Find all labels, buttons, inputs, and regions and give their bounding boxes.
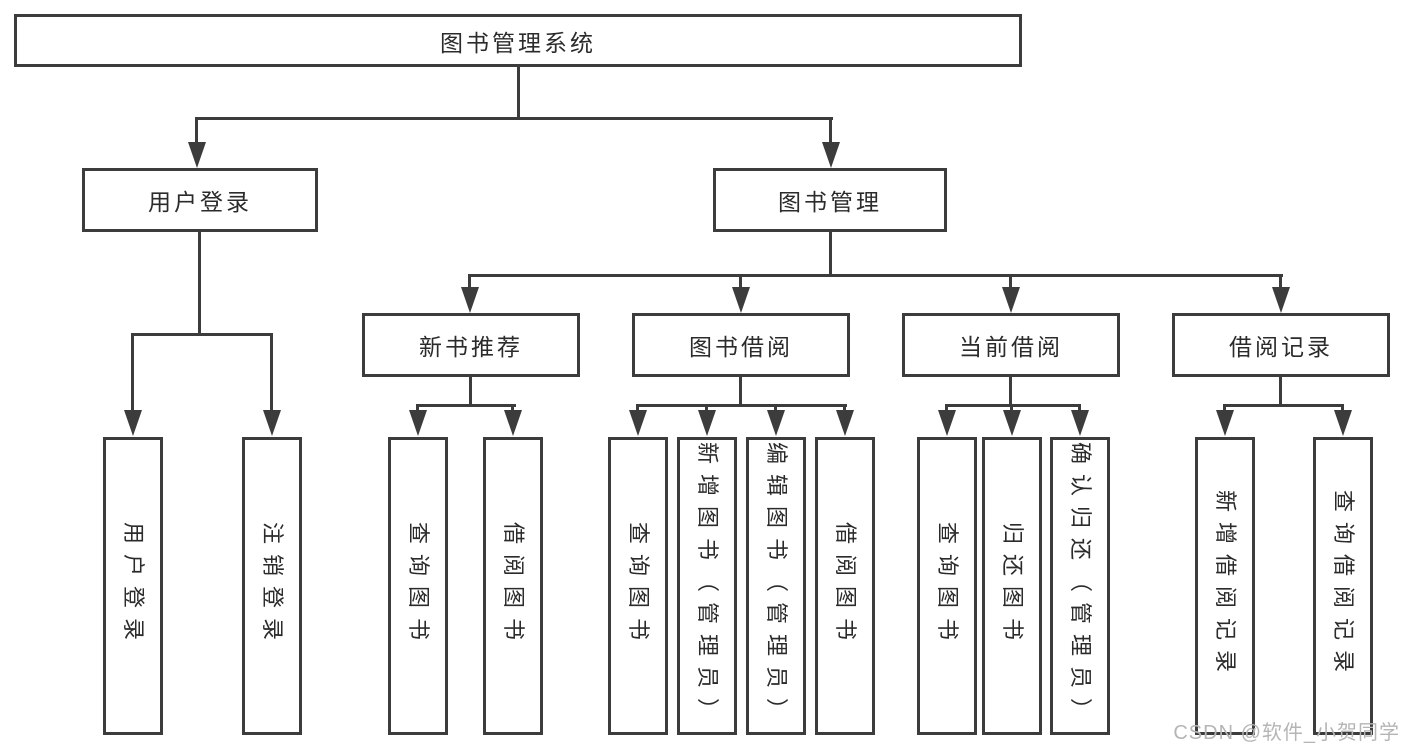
connector-borrow-records-stem <box>1279 377 1282 406</box>
leaf-borrow-books-recommend: 借阅图书 <box>483 437 543 735</box>
connector-to-leaf <box>1078 406 1081 412</box>
connector-user-login-stem <box>198 232 201 335</box>
leaf-label: 新增图书（管理员） <box>695 441 720 731</box>
node-book-management: 图书管理 <box>713 168 947 232</box>
leaf-edit-book-admin: 编辑图书（管理员） <box>746 437 806 735</box>
leaf-label: 新增借阅记录 <box>1213 489 1238 683</box>
leaf-label: 确认归还（管理员） <box>1068 441 1093 731</box>
connector-new-book-rail <box>416 404 516 407</box>
arrowhead-down-icon <box>188 142 206 168</box>
leaf-add-borrow-record: 新增借阅记录 <box>1195 437 1255 735</box>
leaf-return-book: 归还图书 <box>982 437 1042 735</box>
arrowhead-down-icon <box>1002 287 1020 313</box>
arrowhead-down-icon <box>461 287 479 313</box>
arrowhead-down-icon <box>629 410 647 436</box>
connector-book-management-rail <box>468 274 1283 277</box>
connector-to-leaf <box>270 334 273 412</box>
leaf-label: 查询图书 <box>626 521 651 651</box>
leaf-label: 归还图书 <box>1000 521 1025 651</box>
leaf-label: 查询图书 <box>935 521 960 651</box>
connector-to-book-management <box>829 118 832 143</box>
connector-to-leaf <box>1010 406 1013 412</box>
connector-to-leaf <box>416 406 419 412</box>
leaf-confirm-return-admin: 确认归还（管理员） <box>1050 437 1110 735</box>
leaf-user-login: 用户登录 <box>103 437 163 735</box>
arrowhead-down-icon <box>698 410 716 436</box>
arrowhead-down-icon <box>767 410 785 436</box>
arrowhead-down-icon <box>938 410 956 436</box>
arrowhead-down-icon <box>732 287 750 313</box>
arrowhead-down-icon <box>822 142 840 168</box>
node-new-book-recommendation: 新书推荐 <box>362 313 580 377</box>
arrowhead-down-icon <box>1003 410 1021 436</box>
node-label: 用户登录 <box>148 189 252 215</box>
node-label: 图书管理 <box>778 189 882 215</box>
connector-to-current-borrow <box>1009 276 1012 289</box>
node-user-login: 用户登录 <box>82 168 318 232</box>
connector-book-management-stem <box>829 232 832 277</box>
leaf-query-books-recommend: 查询图书 <box>388 437 448 735</box>
connector-current-borrow-rail <box>945 404 1081 407</box>
leaf-query-borrow-record: 查询借阅记录 <box>1313 437 1373 735</box>
connector-new-book-stem <box>469 377 472 406</box>
leaf-logout: 注销登录 <box>242 437 302 735</box>
leaf-borrow-books: 借阅图书 <box>815 437 875 735</box>
leaf-query-books-borrow: 查询图书 <box>608 437 668 735</box>
node-borrowing-records: 借阅记录 <box>1172 313 1390 377</box>
node-label: 借阅记录 <box>1229 334 1333 360</box>
node-current-borrowing: 当前借阅 <box>902 313 1120 377</box>
connector-current-borrow-stem <box>1009 377 1012 406</box>
leaf-label: 查询借阅记录 <box>1331 489 1356 683</box>
leaf-label: 注销登录 <box>260 521 285 651</box>
connector-to-leaf <box>131 334 134 412</box>
connector-to-leaf <box>945 406 948 412</box>
connector-to-leaf <box>511 406 514 412</box>
arrowhead-down-icon <box>124 410 142 436</box>
leaf-label: 用户登录 <box>121 521 146 651</box>
node-library-management-system: 图书管理系统 <box>14 14 1022 67</box>
connector-book-borrow-rail <box>636 404 847 407</box>
connector-to-book-borrow <box>739 276 742 289</box>
connector-root-stem <box>517 67 520 118</box>
arrowhead-down-icon <box>1334 410 1352 436</box>
arrowhead-down-icon <box>409 410 427 436</box>
connector-to-leaf <box>636 406 639 412</box>
connector-root-rail <box>195 117 833 120</box>
connector-to-borrow-records <box>1279 276 1282 289</box>
node-label: 图书借阅 <box>689 334 793 360</box>
connector-to-leaf <box>774 406 777 412</box>
connector-to-leaf <box>1223 406 1226 412</box>
node-label: 新书推荐 <box>419 334 523 360</box>
connector-user-login-rail <box>131 333 273 336</box>
node-label: 当前借阅 <box>959 334 1063 360</box>
connector-book-borrow-stem <box>739 377 742 406</box>
leaf-add-book-admin: 新增图书（管理员） <box>677 437 737 735</box>
connector-to-new-book <box>468 276 471 289</box>
node-book-borrowing: 图书借阅 <box>632 313 850 377</box>
leaf-query-books-current: 查询图书 <box>917 437 977 735</box>
connector-to-user-login <box>195 118 198 143</box>
leaf-label: 查询图书 <box>406 521 431 651</box>
arrowhead-down-icon <box>1216 410 1234 436</box>
arrowhead-down-icon <box>836 410 854 436</box>
leaf-label: 编辑图书（管理员） <box>764 441 789 731</box>
connector-to-leaf <box>843 406 846 412</box>
connector-borrow-records-rail <box>1223 404 1344 407</box>
arrowhead-down-icon <box>263 410 281 436</box>
connector-to-leaf <box>1341 406 1344 412</box>
csdn-watermark: CSDN @软件_小贺同学 <box>1173 722 1400 744</box>
arrowhead-down-icon <box>1272 287 1290 313</box>
connector-to-leaf <box>705 406 708 412</box>
arrowhead-down-icon <box>1071 410 1089 436</box>
leaf-label: 借阅图书 <box>833 521 858 651</box>
arrowhead-down-icon <box>504 410 522 436</box>
node-label: 图书管理系统 <box>440 29 596 56</box>
leaf-label: 借阅图书 <box>501 521 526 651</box>
